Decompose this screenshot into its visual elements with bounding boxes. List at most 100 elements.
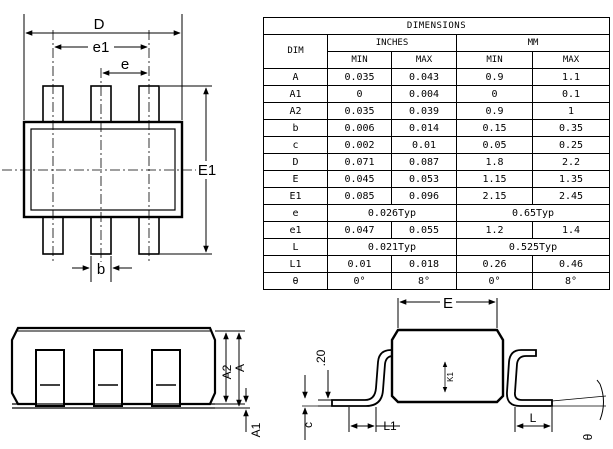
cell-dim: L1 [263,255,328,273]
cell-mm-max: 1.1 [531,68,611,86]
cell-mm-max: 1.35 [531,170,611,188]
top-view [2,14,212,282]
label-b: b [97,261,105,278]
side-lead-left [35,349,65,407]
label-L1: L1 [383,419,397,433]
end-body [390,328,505,404]
end-view [302,298,607,440]
cell-mm-max: 1.4 [531,221,611,239]
cell-inches-typ: 0.026Typ [327,204,457,222]
cell-dim: E [263,170,328,188]
cell-mm-min: 0.15 [456,119,533,137]
cell-mm-typ: 0.525Typ [455,238,611,256]
label-E: E [443,295,453,312]
label-r20: .20 [314,349,328,366]
inches-header: INCHES [327,34,457,52]
cell-inches-min: 0.002 [327,136,392,154]
cell-mm-max: 0.1 [531,85,611,103]
table-title: DIMENSIONS [262,17,611,35]
label-A2: A2 [220,364,234,379]
label-D: D [94,16,105,33]
cell-dim: c [263,136,328,154]
cell-mm-min: 0.9 [456,102,533,120]
cell-inches-min: 0.035 [327,68,392,86]
cell-inches-typ: 0.021Typ [327,238,457,256]
mm-max-header: MAX [531,51,611,69]
cell-dim: E1 [263,187,328,205]
label-A: A [233,364,247,372]
mm-min-header: MIN [456,51,533,69]
inches-min-header: MIN [327,51,392,69]
cell-inches-max: 0.039 [391,102,457,120]
cell-inches-max: 0.018 [391,255,457,273]
cell-mm-min: 2.15 [456,187,533,205]
label-E1: E1 [198,162,216,179]
cell-dim: b [263,119,328,137]
cell-inches-min: 0.045 [327,170,392,188]
inches-max-header: MAX [391,51,457,69]
label-A1: A1 [249,422,263,437]
side-view-labels: A2 A A1 [220,364,263,437]
cell-mm-max: 0.25 [531,136,611,154]
cell-mm-min: 0.9 [456,68,533,86]
cell-mm-max: 1 [531,102,611,120]
cell-mm-min: 0.05 [456,136,533,154]
cell-dim: D [263,153,328,171]
side-lead-middle [93,349,123,407]
cell-inches-min: 0.006 [327,119,392,137]
body-inner [30,128,176,211]
cell-mm-min: 0 [456,85,533,103]
cell-inches-min: 0.071 [327,153,392,171]
cell-inches-min: 0.01 [327,255,392,273]
cell-inches-min: 0 [327,85,392,103]
cell-inches-min: 0.035 [327,102,392,120]
cell-mm-max: 8° [531,272,611,290]
label-k1: K1 [446,372,455,382]
cell-inches-max: 0.014 [391,119,457,137]
cell-inches-max: 0.087 [391,153,457,171]
cell-inches-max: 0.01 [391,136,457,154]
top-view-labels: D e1 e E1 b [88,14,218,278]
cell-mm-max: 0.35 [531,119,611,137]
dim-header: DIM [263,34,328,69]
cell-dim: A [263,68,328,86]
label-theta: θ [581,433,595,440]
mm-header: MM [455,34,611,52]
cell-inches-max: 0.096 [391,187,457,205]
cell-dim: A1 [263,85,328,103]
side-view [10,326,250,432]
cell-mm-min: 0° [456,272,533,290]
cell-inches-min: 0° [327,272,392,290]
cell-inches-min: 0.085 [327,187,392,205]
cell-inches-max: 0.055 [391,221,457,239]
cell-dim: e1 [263,221,328,239]
cell-mm-min: 1.2 [456,221,533,239]
cell-mm-min: 1.15 [456,170,533,188]
cell-inches-max: 0.043 [391,68,457,86]
label-L: L [530,411,537,425]
label-e: e [121,56,129,73]
cell-inches-max: 8° [391,272,457,290]
dimensions-table: DIMENSIONS DIM INCHES MM MIN MAX MIN MAX… [262,17,611,290]
cell-mm-max: 2.2 [531,153,611,171]
cell-mm-min: 1.8 [456,153,533,171]
label-c: c [301,422,315,428]
cell-mm-max: 0.46 [531,255,611,273]
cell-inches-max: 0.053 [391,170,457,188]
cell-inches-min: 0.047 [327,221,392,239]
cell-dim: A2 [263,102,328,120]
cell-dim: e [263,204,328,222]
side-lead-right [151,349,181,407]
